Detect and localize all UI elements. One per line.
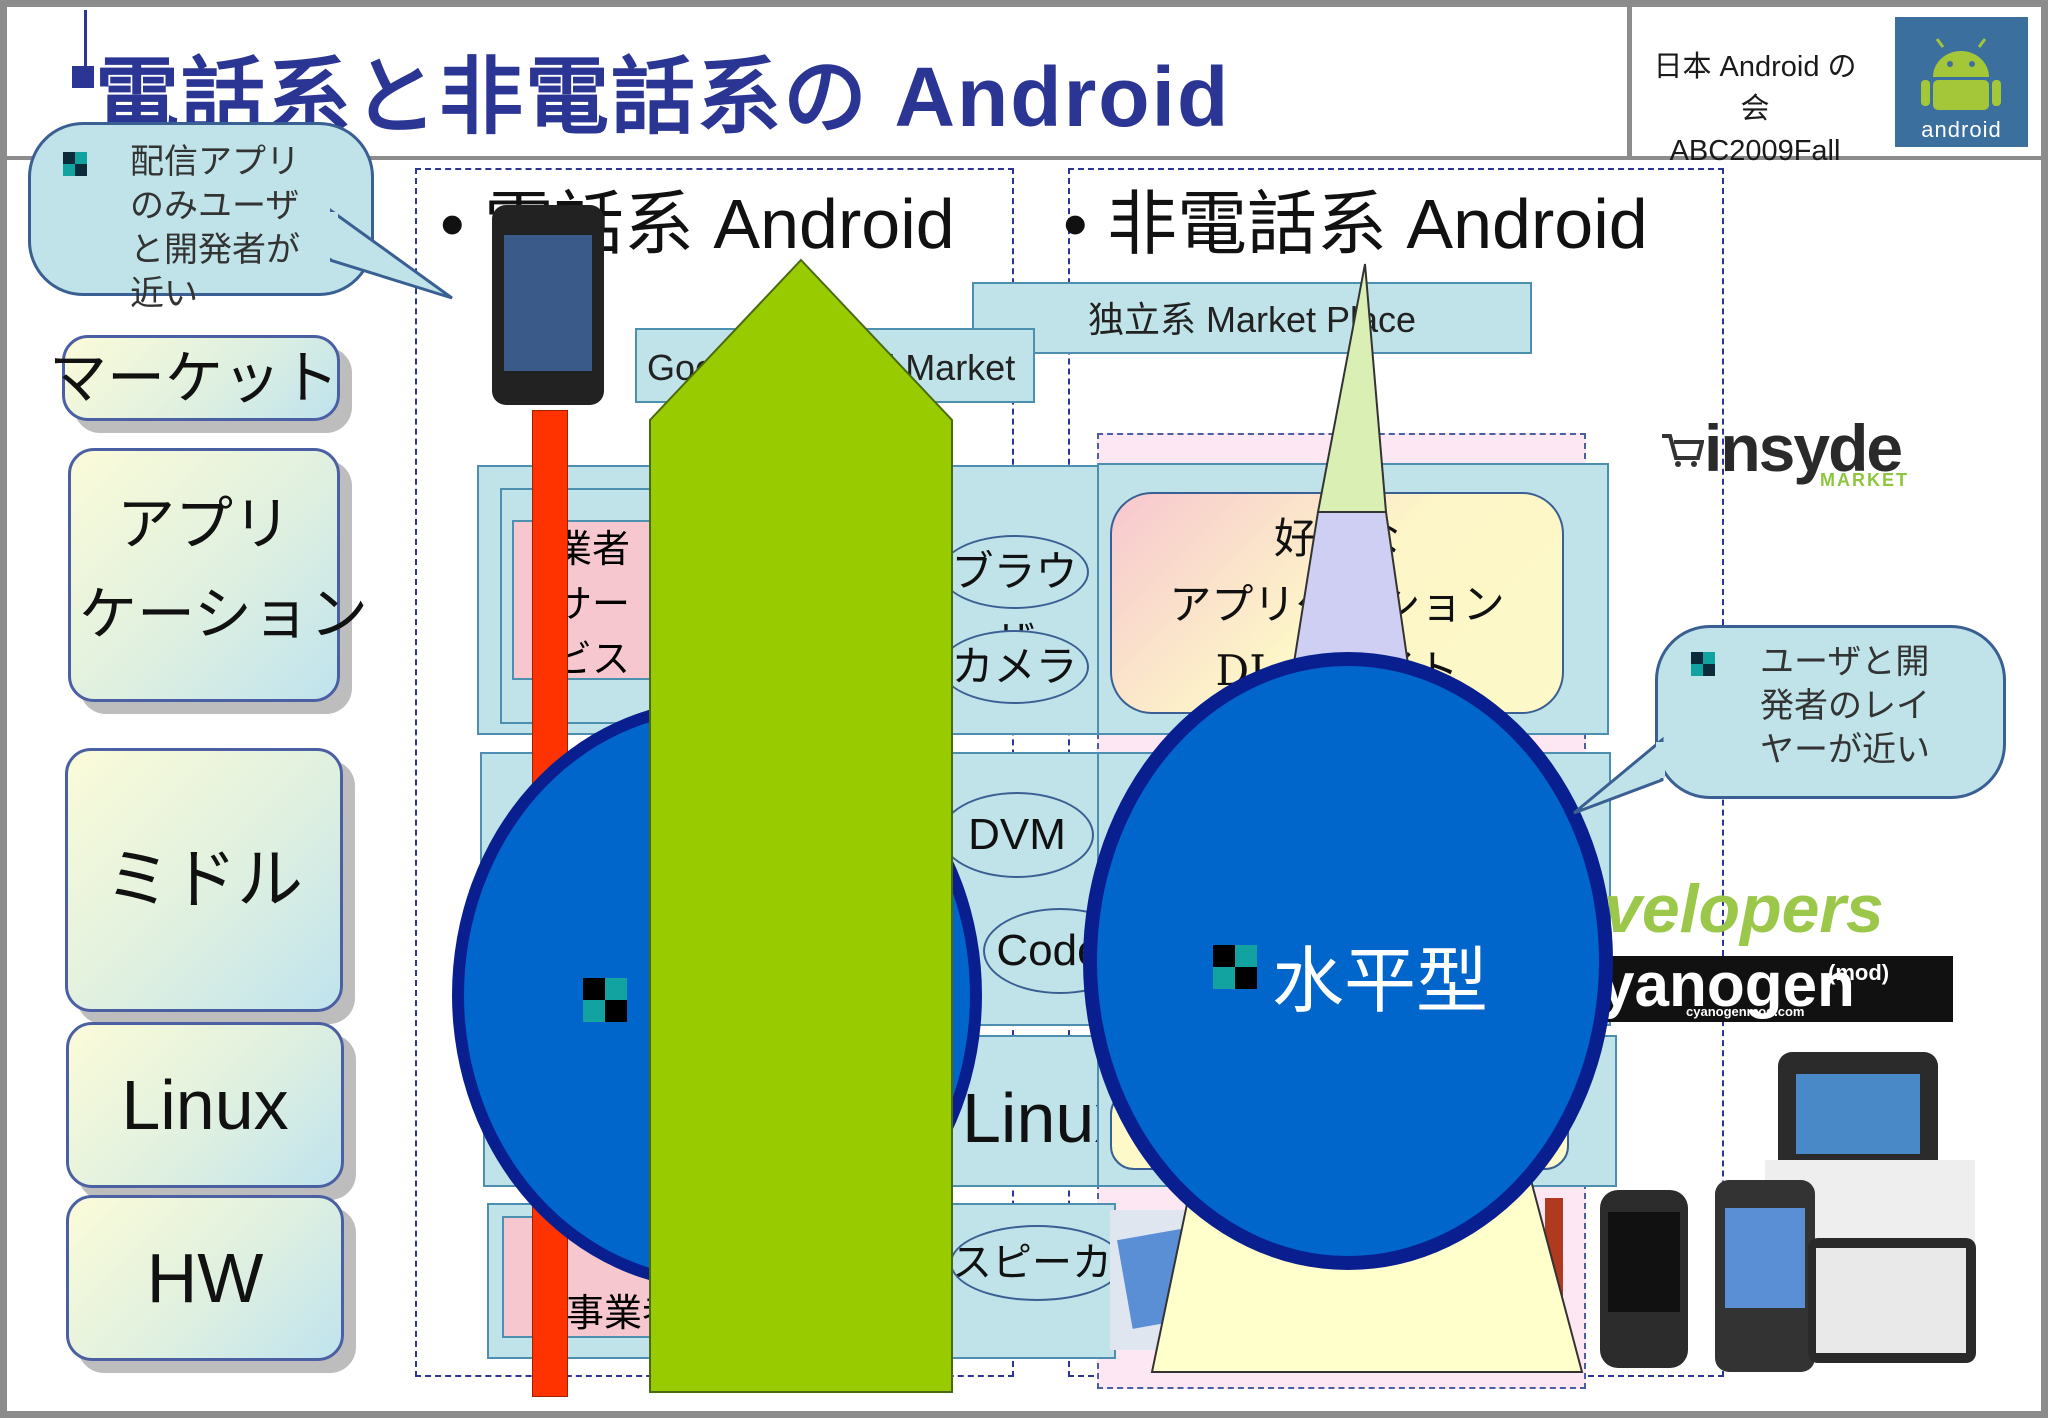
nonphone-column-header: • 非電話系 Android xyxy=(1063,185,1648,263)
insyde-market-logo: insyde MARKET xyxy=(1660,410,1910,500)
camera-ellipse: カメラ xyxy=(940,630,1089,704)
device-tablet-screen xyxy=(1816,1248,1966,1353)
layer-market-label: マーケット xyxy=(49,344,340,412)
android-logo: android xyxy=(1895,17,2028,147)
vertical-circle-bullet-icon xyxy=(583,978,627,1022)
layer-linux: Linux xyxy=(66,1022,344,1188)
layer-application: アプリ ケーション xyxy=(68,448,368,702)
callout-left-line4: 近い xyxy=(130,274,198,314)
layer-hw: HW xyxy=(66,1195,344,1361)
horizontal-type-label: 水平型 xyxy=(1272,939,1489,1023)
cyanogenmod-logo: yanogen (mod) cyanogenmod.com xyxy=(1598,956,1953,1022)
device-photo-htc xyxy=(1600,1190,1688,1368)
layer-application-line1: アプリ xyxy=(116,490,291,558)
device-g1-screen xyxy=(1725,1208,1805,1308)
header-vertical-divider xyxy=(1627,0,1632,160)
callout-left xyxy=(28,122,374,296)
dvm-ellipse: DVM xyxy=(940,792,1094,878)
phone-device-screen xyxy=(504,235,592,371)
callout-right-line3: ヤーが近い xyxy=(1760,730,1930,770)
callout-right-bullet-icon xyxy=(1691,652,1715,676)
device-photo-g1 xyxy=(1715,1180,1815,1372)
title-accent-line xyxy=(84,10,87,70)
browser-ellipse: ブラウザ xyxy=(940,535,1089,666)
vertical-green-arrow xyxy=(649,258,953,1393)
callout-left-line2: のみユーザ xyxy=(130,186,300,226)
cyanogen-logo-mod: (mod) xyxy=(1828,960,1890,985)
android-developers-logo: velopers xyxy=(1604,871,1884,947)
header-divider xyxy=(0,156,2048,160)
org-label: 日本 Android の会 ABC2009Fall xyxy=(1640,46,1870,172)
carrier-service-line1: 業者 xyxy=(554,527,631,571)
device-photo-tablet xyxy=(1808,1238,1976,1363)
callout-left-bullet-icon xyxy=(63,152,87,176)
callout-right-line2: 発者のレイ xyxy=(1760,686,1930,726)
event-name: ABC2009Fall xyxy=(1669,135,1841,167)
callout-left-line1: 配信アプリ xyxy=(130,142,300,182)
callout-left-line3: と開発者が xyxy=(130,230,300,270)
insyde-logo-text: insyde xyxy=(1704,411,1903,485)
speaker-ellipse: スピーカー xyxy=(950,1225,1124,1301)
title-bullet-icon xyxy=(72,66,94,88)
callout-left-text: 配信アプリ のみユーザ と開発者が 近い xyxy=(130,140,300,316)
carrier-service-line2: サービス xyxy=(554,582,631,681)
shopping-cart-icon xyxy=(1662,434,1704,467)
android-logo-text: android xyxy=(1921,117,2002,142)
insyde-logo-sub: MARKET xyxy=(1820,470,1909,490)
horizontal-circle-bullet-icon xyxy=(1213,945,1257,989)
callout-right-text: ユーザと開 発者のレイ ヤーが近い xyxy=(1760,640,1930,772)
callout-right-pointer xyxy=(1573,736,1665,815)
callout-right-line1: ユーザと開 xyxy=(1760,642,1930,682)
org-name: 日本 Android の会 xyxy=(1653,51,1857,125)
layer-application-line2: ケーション xyxy=(79,580,368,648)
callout-right xyxy=(1655,625,2006,799)
callout-left-pointer xyxy=(330,208,453,300)
cyanogen-logo-text: yanogen xyxy=(1600,956,1855,1020)
device-htc-screen xyxy=(1608,1212,1680,1312)
layer-middleware: ミドル xyxy=(65,748,343,1012)
android-robot-icon xyxy=(1921,38,2001,110)
cyanogen-logo-url: cyanogenmod.com xyxy=(1686,1004,1805,1019)
layer-market: マーケット xyxy=(49,335,340,421)
phone-device-photo xyxy=(492,205,604,405)
device-screen xyxy=(1796,1074,1920,1154)
